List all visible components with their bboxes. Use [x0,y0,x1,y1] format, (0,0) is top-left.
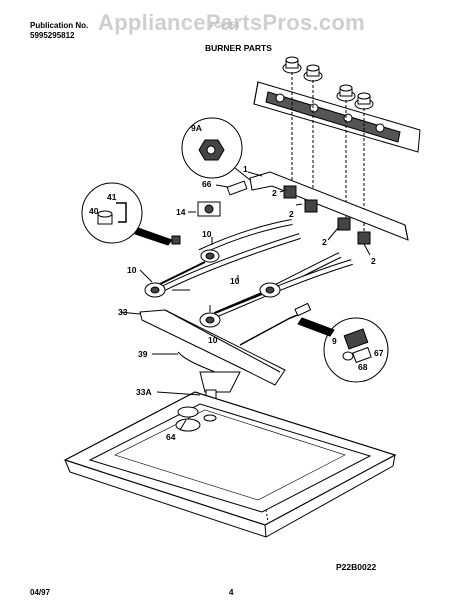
watermark: AppliancePartsPros.com [98,10,366,35]
callout-10: 10 [230,276,240,286]
inset-9a [181,117,251,181]
model-number: FGF354 [210,21,240,30]
callout-39: 39 [138,349,148,359]
callout-14: 14 [176,207,186,217]
publication-label: Publication No. [30,21,89,30]
valve-1 [283,185,297,199]
callout-10: 10 [202,229,212,239]
diagram-code: P22B0022 [336,562,377,572]
knob-2 [303,64,323,82]
callout-33a: 33A [136,387,152,397]
valve-4 [357,231,371,245]
knob-4 [354,92,374,110]
callout-41: 41 [107,192,117,202]
burner-head-left-front [144,282,166,298]
callout-2: 2 [289,209,294,219]
burner-head-right-front [199,312,221,328]
inset-40-41 [81,182,181,246]
publication-number: 5995295812 [30,31,75,40]
callout-66: 66 [202,179,212,189]
regulator [197,201,221,217]
callout-40: 40 [89,206,99,216]
burner-head-right-rear [259,282,281,298]
date-code: 04/97 [30,588,51,597]
burner-box [63,391,397,538]
inset-9-67-68 [297,317,389,383]
callout-2: 2 [272,188,277,198]
valve-2 [304,199,318,213]
callout-64: 64 [166,432,176,442]
callout-9: 9 [332,336,337,346]
burner-tubes [158,219,353,318]
control-panel [253,81,421,153]
valve-3 [337,217,351,231]
callout-2: 2 [371,256,376,266]
burner-bracket [139,309,286,386]
callout-67: 67 [374,348,384,358]
burner-head-left-rear [200,249,220,263]
fitting-66 [226,180,248,196]
callout-10: 10 [208,335,218,345]
knob-3 [336,84,356,102]
manifold-pipe [249,171,409,241]
callout-68: 68 [358,362,368,372]
callout-2: 2 [322,237,327,247]
callout-1: 1 [243,164,248,174]
section-title: BURNER PARTS [205,43,272,53]
callout-33: 33 [118,307,128,317]
callout-9a: 9A [191,123,202,133]
page-number: 4 [229,588,234,597]
callout-10: 10 [127,265,137,275]
knob-1 [282,56,302,74]
